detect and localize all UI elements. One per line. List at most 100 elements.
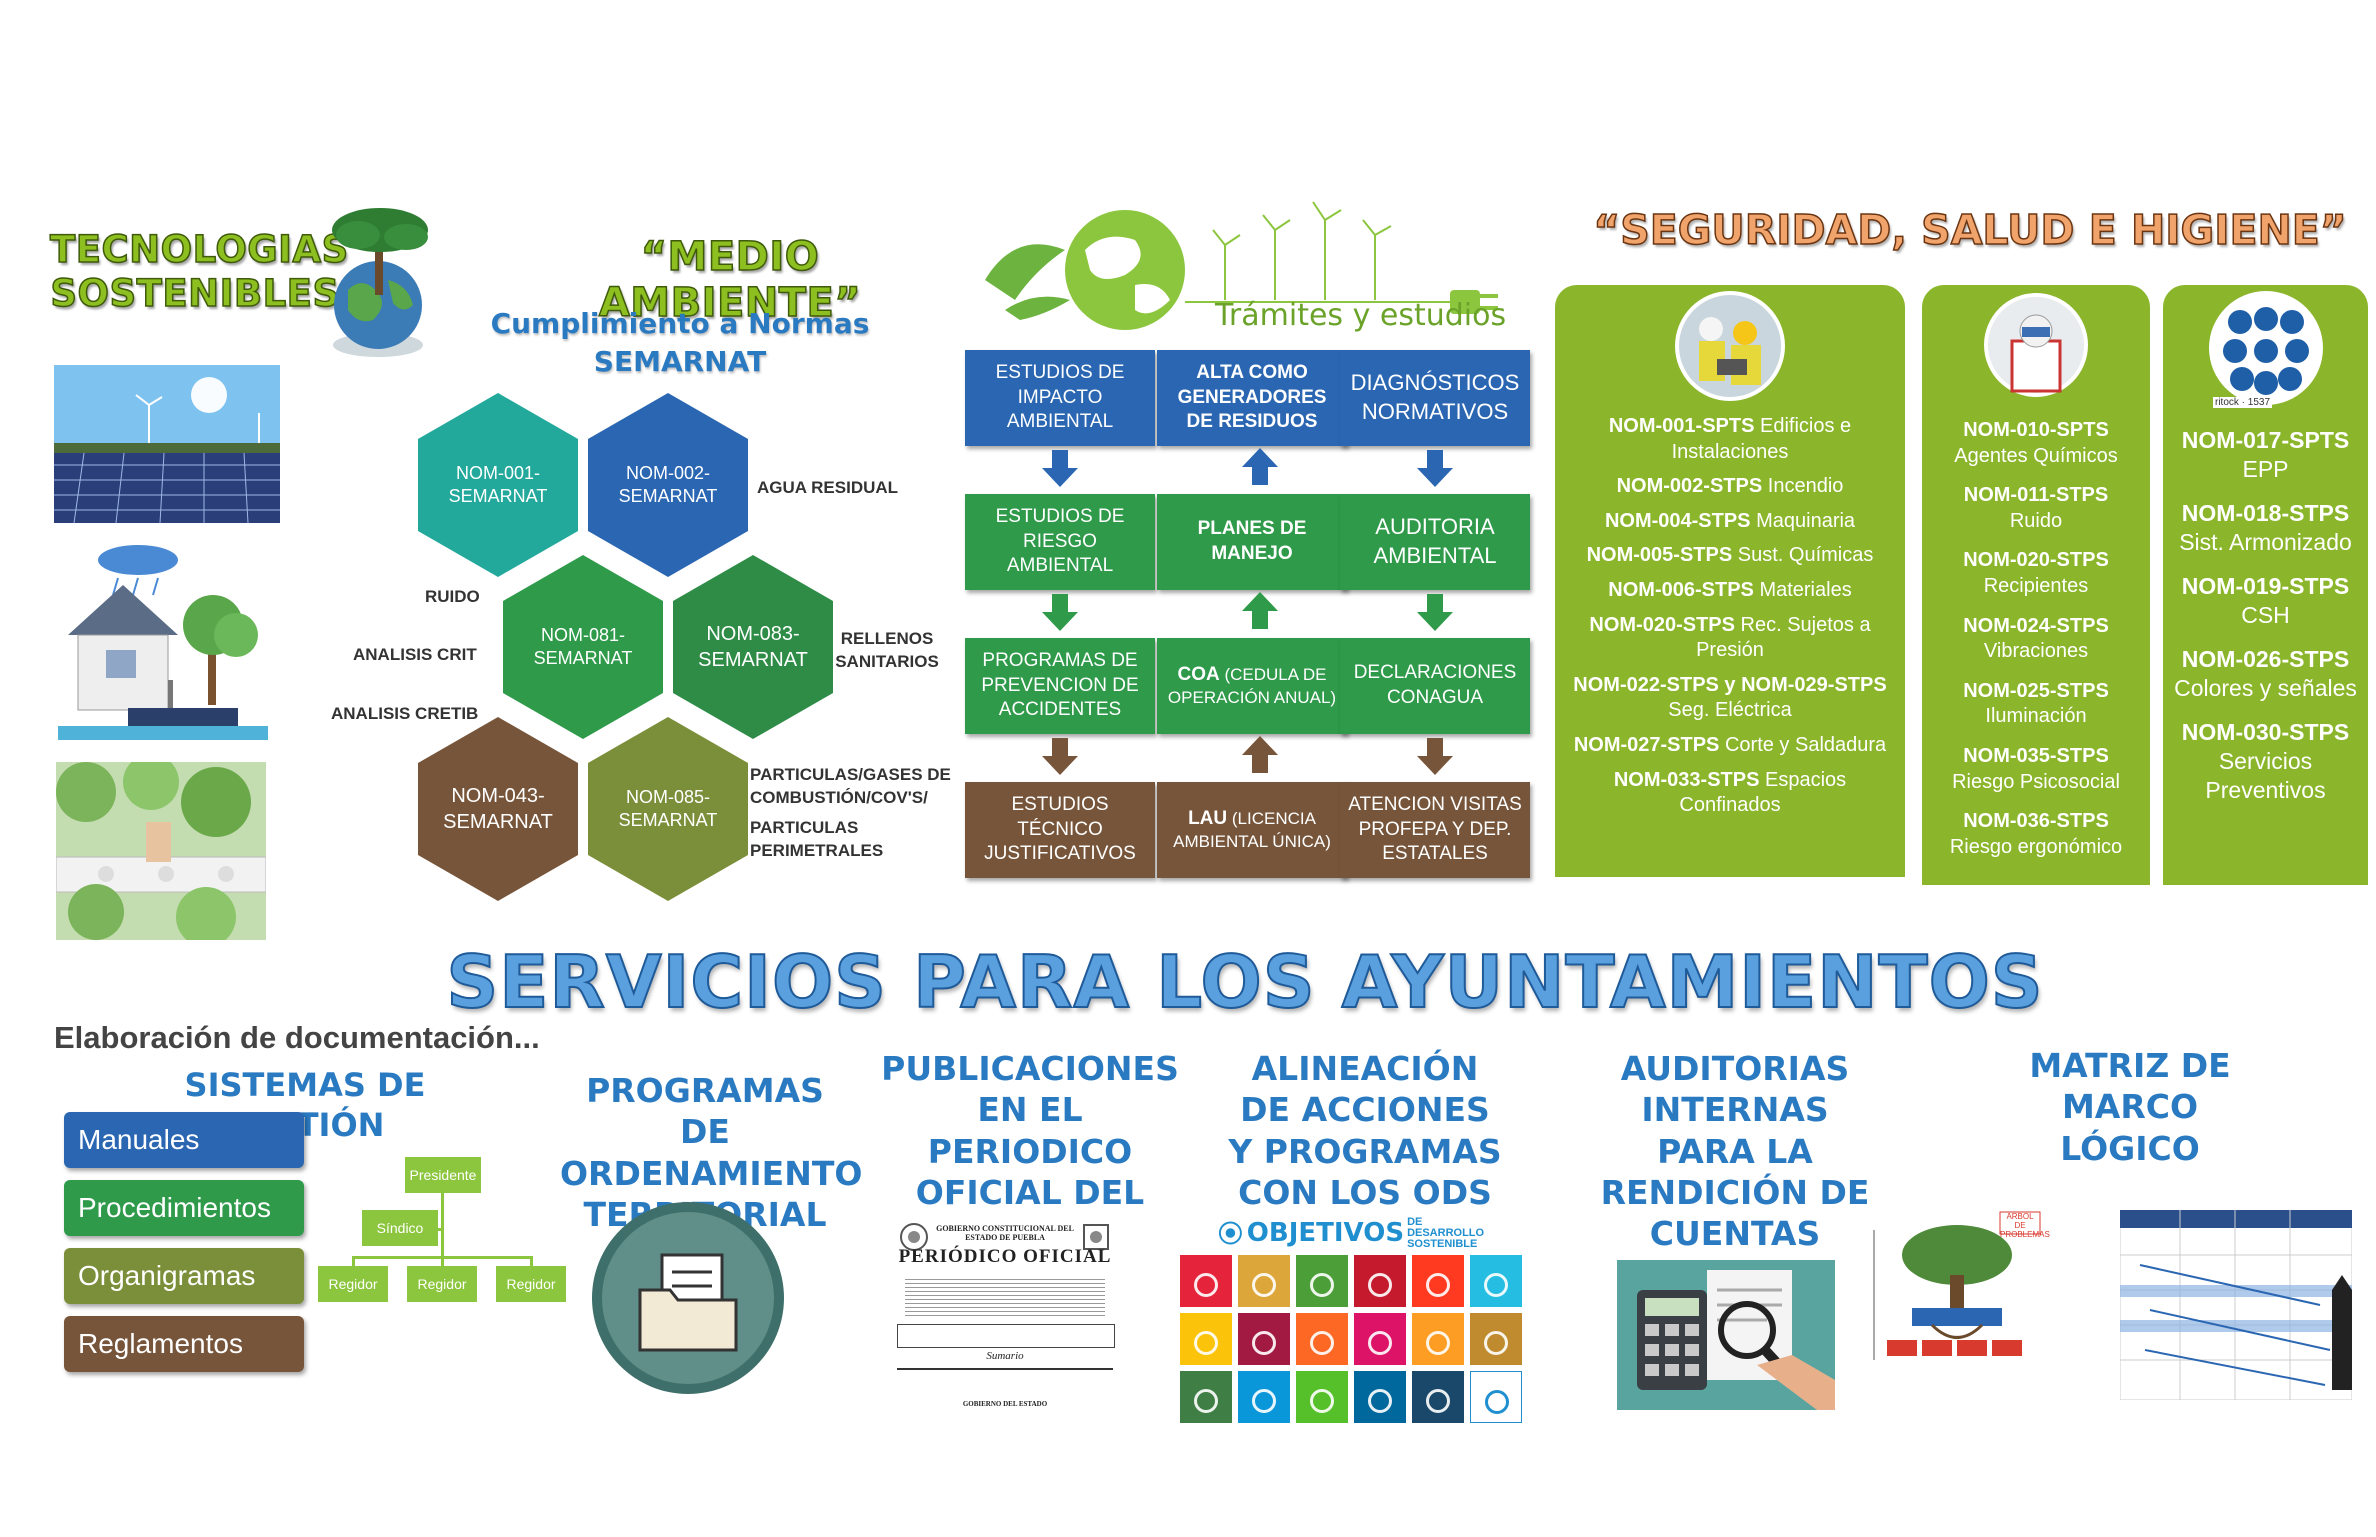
box-text: ESTUDIOS DE RIESGO AMBIENTAL	[995, 505, 1125, 577]
nom-code: NOM-030-STPS	[2181, 718, 2350, 745]
sdg-tile-icon	[1354, 1313, 1406, 1365]
box-text: LAU (LICENCIA AMBIENTAL ÚNICA)	[1165, 807, 1340, 854]
sdg-tile-icon	[1470, 1371, 1522, 1423]
box-text: AUDITORIA AMBIENTAL	[1373, 514, 1497, 568]
nom-item: NOM-024-STPS Vibraciones	[1930, 614, 2142, 665]
periodico-table	[897, 1324, 1115, 1348]
nom-desc: Edificios e Instalaciones	[1671, 415, 1852, 463]
sdg-tile-icon	[1238, 1255, 1290, 1307]
hex-label: NOM-083-SEMARNAT	[698, 623, 808, 671]
hex-label: NOM-081-SEMARNAT	[533, 624, 633, 668]
box-text: PROGRAMAS DE PREVENCION DE ACCIDENTES	[981, 649, 1139, 721]
nom-desc: Maquinaria	[1756, 509, 1856, 532]
nom-item: NOM-005-STPS Sust. Químicas	[1569, 543, 1891, 569]
box-impacto-ambiental: ESTUDIOS DE IMPACTO AMBIENTAL	[965, 350, 1155, 446]
hex-label: NOM-085-SEMARNAT	[618, 786, 718, 830]
box-riesgo-ambiental: ESTUDIOS DE RIESGO AMBIENTAL	[965, 494, 1155, 590]
nom-desc: Sust. Químicas	[1737, 544, 1874, 567]
sdg-tile-icon	[1180, 1371, 1232, 1423]
nom-code: NOM-001-SPTS	[1608, 415, 1755, 437]
box-text: ALTA COMO GENERADORES DE RESIDUOS	[1177, 361, 1327, 433]
box-lau: LAU (LICENCIA AMBIENTAL ÚNICA)	[1157, 782, 1347, 878]
box-planes-manejo: PLANES DE MANEJO	[1157, 494, 1347, 590]
elaboracion-text: Elaboración de documentación...	[54, 1020, 540, 1055]
doc-manuales[interactable]: Manuales	[64, 1112, 304, 1168]
nom-code: NOM-036-STPS	[1963, 810, 2109, 833]
org-line	[441, 1256, 444, 1271]
folder-icon	[592, 1202, 784, 1394]
auditorias-title: AUDITORIAS INTERNAS PARA LA RENDICIÓN DE…	[1600, 1049, 1870, 1253]
doc-procedimientos[interactable]: Procedimientos	[64, 1180, 304, 1236]
sdg-tile-icon	[1238, 1371, 1290, 1423]
doc-reglamentos[interactable]: Reglamentos	[64, 1316, 304, 1372]
coa-main: COA	[1177, 663, 1220, 685]
sdg-glyph-icon	[1484, 1331, 1508, 1355]
nom-code: NOM-011-STPS	[1963, 484, 2109, 507]
box-text: PLANES DE MANEJO	[1197, 518, 1307, 564]
org-line	[530, 1256, 533, 1271]
sdg-glyph-icon	[1194, 1273, 1218, 1297]
sdg-glyph-icon	[1426, 1331, 1450, 1355]
org-presidente: Presidente	[405, 1157, 481, 1193]
stock-caption: ritock · 1537	[2213, 397, 2273, 408]
hex-nom-081: NOM-081-SEMARNAT	[503, 555, 663, 739]
nom-desc: Espacios Confinados	[1679, 768, 1847, 817]
nom-item: NOM-010-SPTS Agentes Químicos	[1930, 418, 2142, 469]
doc-label: Manuales	[78, 1124, 200, 1155]
seguridad-title: “SEGURIDAD, SALUD E HIGIENE”	[1593, 205, 2348, 255]
tecnologias-title: TECNOLOGIAS SOSTENIBLES	[49, 227, 349, 317]
nom-item: NOM-033-STPS Espacios Confinados	[1569, 768, 1891, 819]
doc-organigramas[interactable]: Organigramas	[64, 1248, 304, 1304]
org-sindico: Síndico	[362, 1210, 438, 1246]
box-text: COA (CEDULA DE OPERACIÓN ANUAL)	[1165, 663, 1340, 710]
nom-desc: Sist. Armonizado	[2179, 529, 2352, 556]
sdg-glyph-icon	[1426, 1389, 1450, 1413]
nom-item: NOM-019-STPS CSH	[2167, 572, 2364, 631]
periodico-gov: GOBIERNO CONSTITUCIONAL DEL ESTADO DE PU…	[936, 1224, 1074, 1242]
nom-code: NOM-018-STPS	[2181, 499, 2350, 526]
sdg-tile-icon	[1296, 1255, 1348, 1307]
sdg-tile-icon	[1296, 1371, 1348, 1423]
sdg-glyph-icon	[1252, 1273, 1276, 1297]
nom-code: NOM-020-STPS	[1963, 549, 2109, 572]
sdg-tile-icon	[1470, 1313, 1522, 1365]
arbol-caption: ÁRBOL DE PROBLEMAS	[2000, 1212, 2050, 1239]
nom-desc: Corte y Saldadura	[1724, 733, 1887, 756]
nom-code: NOM-017-SPTS	[2181, 427, 2350, 453]
sdg-tile-icon	[1412, 1313, 1464, 1365]
nom-desc: Iluminación	[1985, 705, 2087, 728]
sdg-glyph-icon	[1484, 1273, 1508, 1297]
tecnologias-line2: SOSTENIBLES	[50, 272, 340, 317]
nom-code: NOM-024-STPS	[1963, 614, 2109, 637]
medio-ambiente-title: “MEDIO AMBIENTE”	[598, 233, 862, 327]
nom-desc: Incendio	[1767, 475, 1844, 498]
nom-desc: Seg. Eléctrica	[1668, 699, 1792, 722]
nom-code: NOM-025-STPS	[1963, 679, 2109, 702]
ods-sub: DE DESARROLLO SOSTENIBLE	[1407, 1216, 1498, 1250]
nom-code: NOM-022-STPS y NOM-029-STPS	[1573, 673, 1887, 696]
audit-calculator-image	[1617, 1260, 1835, 1410]
nom-desc: Riesgo ergonómico	[1949, 835, 2123, 858]
eco-globe-windmills-icon	[985, 201, 1498, 330]
label-analisis-cretib: ANALISIS CRETIB	[331, 704, 479, 723]
nom-desc: Materiales	[1759, 578, 1852, 601]
sdg-tile-icon	[1354, 1255, 1406, 1307]
solar-panels-image	[54, 365, 280, 523]
cumplimiento-line2: SEMARNAT	[593, 344, 767, 378]
tecnologias-line1: TECNOLOGIAS	[49, 227, 349, 272]
periodico-footer: GOBIERNO DEL ESTADO	[962, 1400, 1048, 1408]
box-text: ESTUDIOS DE IMPACTO AMBIENTAL	[995, 361, 1125, 433]
hex-nom-001: NOM-001-SEMARNAT	[418, 393, 578, 577]
un-emblem-icon	[1218, 1221, 1242, 1245]
nom-desc: Rec. Sujetos a Presión	[1696, 613, 1871, 662]
problem-tree-image	[1862, 1210, 2042, 1380]
nom-code: NOM-020-STPS	[1589, 613, 1735, 636]
ods-main: OBJETIVOS	[1246, 1218, 1405, 1248]
org-line	[352, 1256, 355, 1271]
nom-code: NOM-002-STPS	[1616, 475, 1763, 498]
cumplimiento-subtitle: Cumplimiento a Normas SEMARNAT	[470, 305, 890, 381]
